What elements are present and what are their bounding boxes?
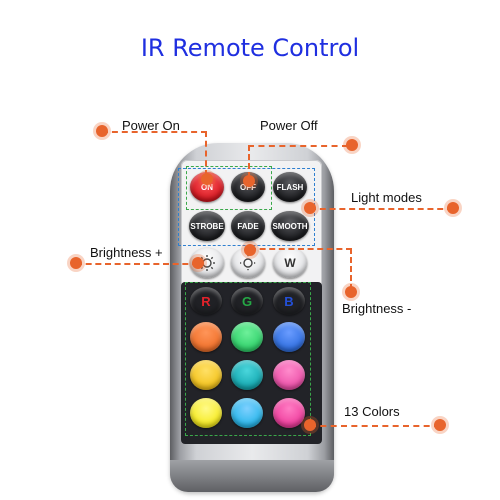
smooth-button[interactable]: SMOOTH xyxy=(271,211,309,241)
power-off-leader-h xyxy=(248,145,348,147)
brightness-plus-label: Brightness + xyxy=(90,245,163,260)
colors-label: 13 Colors xyxy=(344,404,400,419)
color-button-sky-blue[interactable] xyxy=(231,398,263,428)
power-off-dot-start xyxy=(346,139,358,151)
off-label: OFF xyxy=(240,182,256,192)
flash-button[interactable]: FLASH xyxy=(273,172,307,202)
light-modes-dot-end xyxy=(447,202,459,214)
strobe-label: STROBE xyxy=(190,221,224,231)
fade-button[interactable]: FADE xyxy=(231,211,265,241)
white-label: W xyxy=(284,256,296,270)
brightness-plus-dot-end xyxy=(192,257,204,269)
sun-dim-icon xyxy=(240,255,256,271)
power-off-label: Power Off xyxy=(260,118,318,133)
color-button-medium-blue[interactable] xyxy=(273,322,305,352)
brightness-minus-dot-end xyxy=(345,286,357,298)
fade-label: FADE xyxy=(237,221,259,231)
color-button-orange[interactable] xyxy=(190,322,222,352)
green-label: G xyxy=(241,293,253,309)
strobe-button[interactable]: STROBE xyxy=(189,211,225,241)
red-label: R xyxy=(201,293,211,309)
color-button-magenta[interactable] xyxy=(273,398,305,428)
power-on-leader-h xyxy=(102,131,207,133)
colors-dot-start xyxy=(304,419,316,431)
remote-base xyxy=(170,460,334,492)
colors-leader xyxy=(310,425,440,427)
color-button-teal[interactable] xyxy=(231,360,263,390)
blue-button[interactable]: B xyxy=(273,287,305,315)
power-on-dot-end xyxy=(201,173,213,185)
power-group-outline xyxy=(186,166,272,210)
on-label: ON xyxy=(201,182,213,192)
smooth-label: SMOOTH xyxy=(272,221,308,231)
power-on-leader-v xyxy=(205,131,207,176)
power-off-dot-end xyxy=(243,175,255,187)
blue-label: B xyxy=(284,293,294,309)
light-modes-dot-start xyxy=(304,202,316,214)
color-button-pink[interactable] xyxy=(273,360,305,390)
brightness-minus-label: Brightness - xyxy=(342,301,412,316)
light-modes-label: Light modes xyxy=(351,190,422,205)
brightness-minus-leader-h xyxy=(250,248,352,250)
color-button-yellow-orange[interactable] xyxy=(190,360,222,390)
flash-label: FLASH xyxy=(276,182,304,192)
brightness-plus-dot-start xyxy=(70,257,82,269)
colors-dot-end xyxy=(434,419,446,431)
power-on-label: Power On xyxy=(122,118,180,133)
white-button[interactable]: W xyxy=(273,248,307,278)
green-button[interactable]: G xyxy=(231,287,263,315)
brightness-plus-leader xyxy=(76,263,198,265)
color-group-outline xyxy=(185,282,311,436)
power-on-dot-start xyxy=(96,125,108,137)
light-modes-leader xyxy=(310,208,453,210)
power-off-leader-v xyxy=(248,145,250,178)
color-button-yellow[interactable] xyxy=(190,398,222,428)
color-button-light-green[interactable] xyxy=(231,322,263,352)
brightness-minus-dot-start xyxy=(244,244,256,256)
brightness-minus-leader-v xyxy=(350,248,352,290)
page-title: IR Remote Control xyxy=(140,34,360,62)
red-button[interactable]: R xyxy=(190,287,222,315)
brightness-down-button[interactable] xyxy=(231,248,265,278)
